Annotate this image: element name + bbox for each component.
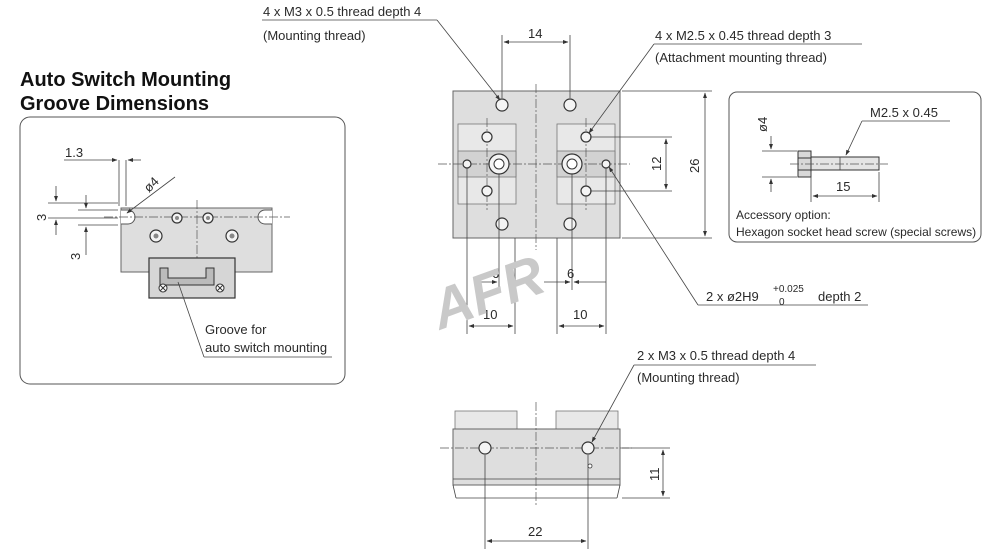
watermark: AFR	[421, 243, 553, 342]
top-dim-14: 14	[528, 26, 542, 41]
top-attach-thread-line2: (Attachment mounting thread)	[655, 50, 827, 65]
section-title-line2: Groove Dimensions	[20, 93, 209, 115]
top-view: 14 4 x M3 x 0.5 thread depth 4 (Mounting…	[262, 4, 868, 334]
accessory-dim-d4: ø4	[755, 117, 770, 132]
top-mounting-thread-line2: (Mounting thread)	[263, 28, 366, 43]
side-dim-11: 11	[647, 468, 662, 482]
top-dim-10-right: 10	[573, 307, 587, 322]
m3-hole-icon	[495, 98, 509, 112]
side-view: 2 x M3 x 0.5 thread depth 4 (Mounting th…	[440, 348, 816, 549]
accessory-screw-label: M2.5 x 0.45	[870, 105, 938, 120]
accessory-caption-line1: Accessory option:	[736, 208, 831, 222]
accessory-panel: ø4 M2.5 x 0.45 15 Accessory option: Hexa…	[728, 91, 982, 243]
side-thread-line1: 2 x M3 x 0.5 thread depth 4	[637, 348, 795, 363]
top-pin-hole-prefix: 2 x ø2H9	[706, 289, 759, 304]
top-pin-hole-tol-upper: +0.025	[773, 284, 804, 295]
top-mounting-thread-line1: 4 x M3 x 0.5 thread depth 4	[263, 4, 421, 19]
top-attach-thread-line1: 4 x M2.5 x 0.45 thread depth 3	[655, 28, 831, 43]
top-dim-6-left: 6	[492, 266, 499, 281]
side-thread-line2: (Mounting thread)	[637, 370, 740, 385]
groove-label-line1: Groove for	[205, 322, 267, 337]
top-dim-12: 12	[649, 157, 664, 171]
accessory-dim-15: 15	[836, 179, 850, 194]
screw-shank-icon	[810, 156, 880, 171]
groove-dim-d4: ø4	[141, 174, 162, 195]
top-dim-6-right: 6	[567, 266, 574, 281]
section-title-line1: Auto Switch Mounting	[20, 69, 231, 91]
groove-dim-3-lower: 3	[68, 253, 83, 260]
side-right-jaw	[555, 410, 619, 432]
groove-label-line2: auto switch mounting	[205, 340, 327, 355]
top-dim-26: 26	[687, 159, 702, 173]
groove-panel: 1.3 ø4 3 3 Groove for auto switch mounti…	[19, 116, 346, 385]
pin-hole-icon	[601, 159, 611, 169]
groove-dim-3-upper: 3	[34, 214, 49, 221]
groove-dim-1-3: 1.3	[65, 145, 83, 160]
side-dim-22: 22	[528, 524, 542, 539]
side-m3-hole-icon	[581, 441, 595, 455]
top-pin-hole-tol-lower: 0	[779, 297, 785, 308]
top-dim-10-left: 10	[483, 307, 497, 322]
accessory-caption-line2: Hexagon socket head screw (special screw…	[736, 225, 976, 239]
top-pin-hole-suffix: depth 2	[818, 289, 861, 304]
side-left-jaw	[454, 410, 518, 432]
